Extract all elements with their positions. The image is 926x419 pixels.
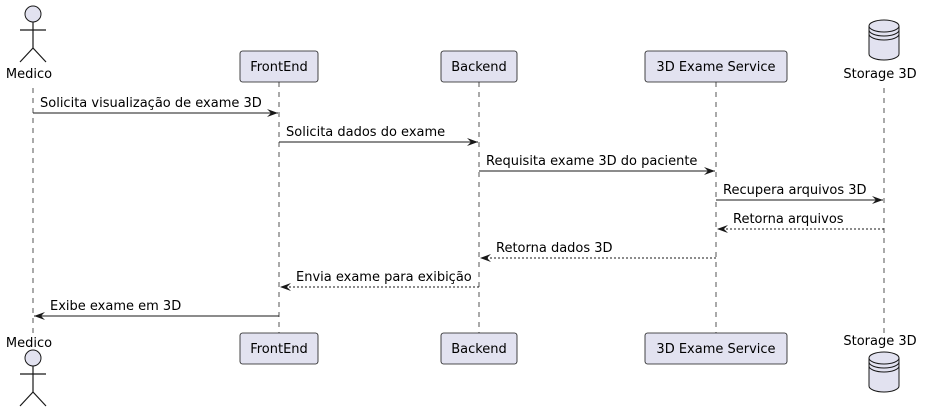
participant-label: 3D Exame Service [656, 342, 775, 357]
message-label: Recupera arquivos 3D [723, 183, 867, 198]
message-2: Solicita dados do exame [279, 125, 478, 146]
database-icon [868, 19, 900, 61]
message-4: Recupera arquivos 3D [716, 183, 883, 204]
message-label: Requisita exame 3D do paciente [486, 154, 697, 169]
arrowhead-icon [480, 254, 491, 262]
actor-medico-bottom: Medico [6, 336, 52, 407]
participant-box [644, 50, 788, 83]
participant-frontend-bottom: FrontEnd [239, 332, 319, 365]
participant-label: Storage 3D [843, 67, 916, 82]
participant-label: Backend [451, 342, 507, 357]
database-icon [868, 351, 900, 393]
message-3: Requisita exame 3D do paciente [479, 154, 715, 175]
participant-backend-top: Backend [440, 50, 518, 83]
participant-label: 3D Exame Service [656, 60, 775, 75]
message-7: Envia exame para exibição [280, 270, 479, 291]
arrowhead-icon [34, 312, 45, 320]
database-storage-bottom: Storage 3D [843, 334, 917, 393]
participant-label: Medico [6, 336, 52, 351]
arrowhead-icon [467, 138, 478, 146]
participant-label: Storage 3D [843, 334, 916, 349]
arrowhead-icon [280, 283, 291, 291]
participant-exame-service-bottom: 3D Exame Service [644, 332, 788, 365]
arrowhead-icon [717, 225, 728, 233]
participant-label: Backend [451, 60, 507, 75]
message-label: Envia exame para exibição [296, 270, 472, 285]
actor-head-icon [24, 349, 42, 367]
message-label: Solicita dados do exame [286, 125, 445, 140]
messages: Solicita visualização de exame 3D Solicit… [33, 96, 884, 320]
participant-label: FrontEnd [250, 60, 308, 75]
arrowhead-icon [704, 167, 715, 175]
message-label: Retorna dados 3D [496, 241, 613, 256]
message-label: Retorna arquivos [733, 212, 844, 227]
arrowhead-icon [267, 109, 278, 117]
arrowhead-icon [872, 196, 883, 204]
participant-label: Medico [6, 67, 52, 82]
participant-box [440, 332, 518, 365]
message-5: Retorna arquivos [717, 212, 884, 233]
actor-head-icon [24, 5, 42, 23]
message-label: Solicita visualização de exame 3D [40, 96, 262, 111]
participant-exame-service-top: 3D Exame Service [644, 50, 788, 83]
participant-box [239, 50, 319, 83]
participant-box [239, 332, 319, 365]
actor-medico-top: Medico [6, 5, 52, 82]
participant-box [440, 50, 518, 83]
message-1: Solicita visualização de exame 3D [33, 96, 278, 117]
participant-frontend-top: FrontEnd [239, 50, 319, 83]
database-storage-top: Storage 3D [843, 19, 917, 82]
participant-box [644, 332, 788, 365]
message-8: Exibe exame em 3D [34, 299, 279, 320]
message-label: Exibe exame em 3D [50, 299, 181, 314]
message-6: Retorna dados 3D [480, 241, 716, 262]
participant-label: FrontEnd [250, 342, 308, 357]
participant-backend-bottom: Backend [440, 332, 518, 365]
